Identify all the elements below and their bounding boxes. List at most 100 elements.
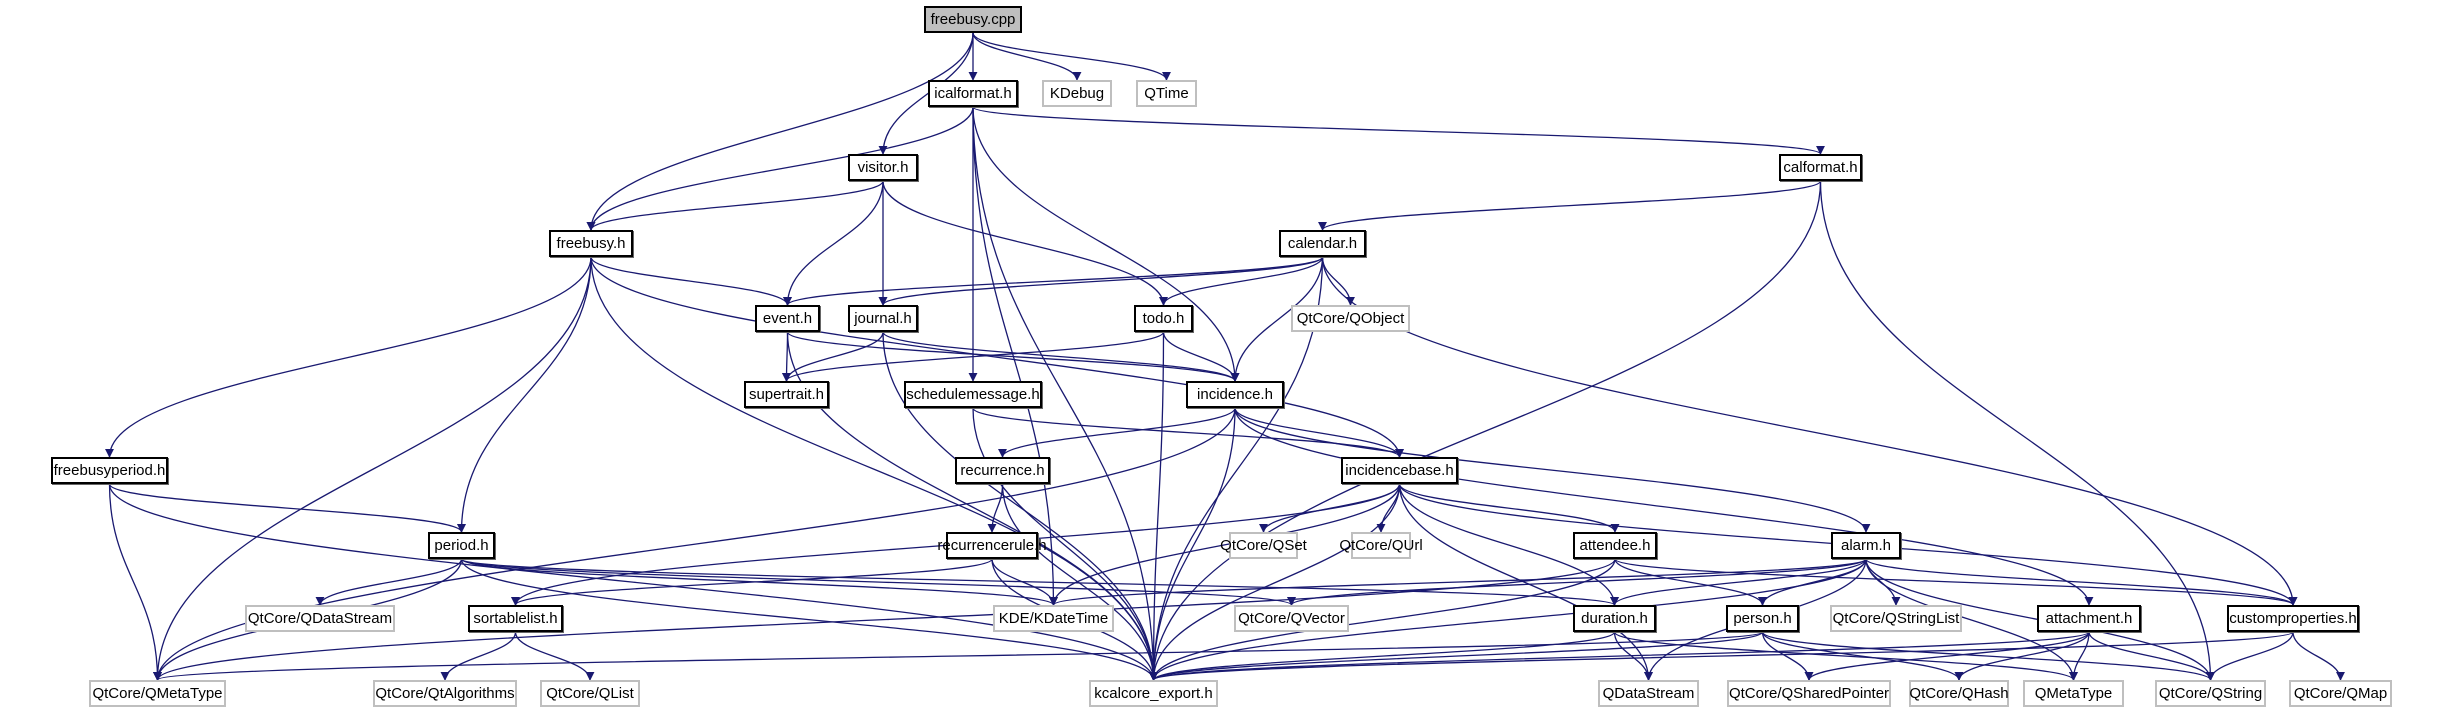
edge-calendar_h-to-journal_h [878, 256, 1324, 306]
node-qsharedpointer[interactable]: QtCore/QSharedPointer [1727, 680, 1891, 707]
node-qstring[interactable]: QtCore/QString [2155, 680, 2266, 707]
edge-freebusyperiod_h-to-QtCore_QMetaType [108, 483, 163, 681]
node-journal-h[interactable]: journal.h [848, 305, 918, 332]
node-visitor-h[interactable]: visitor.h [848, 154, 918, 181]
node-todo-h[interactable]: todo.h [1134, 305, 1193, 332]
edge-attendee_h-to-customproperties_h [1614, 558, 2298, 606]
edge-attendee_h-to-kcalcore_export_h [1149, 558, 1616, 681]
edge-alarm_h-to-KDateTime [1049, 558, 1867, 606]
edge-attendee_h-to-QtCore_QMetaType [153, 558, 1616, 681]
edge-freebusy_h-to-freebusyperiod_h [104, 256, 592, 458]
edge-freebusy_h-to-QtCore_QMetaType [152, 256, 592, 681]
node-recurrence-h[interactable]: recurrence.h [955, 457, 1050, 484]
node-kcalcore-export-h[interactable]: kcalcore_export.h [1089, 680, 1218, 707]
edge-alarm_h-to-customproperties_h [1865, 558, 2298, 606]
edge-incidence_h-to-kcalcore_export_h [1148, 407, 1236, 681]
edge-person_h-to-QHash [1761, 631, 1964, 681]
node-sortablelist-h[interactable]: sortablelist.h [468, 605, 563, 632]
node-period-h[interactable]: period.h [428, 532, 495, 559]
node-freebusy-h[interactable]: freebusy.h [549, 230, 633, 257]
node-alarm-h[interactable]: alarm.h [1831, 532, 1901, 559]
edge-freebusy_cpp-to-QTime [972, 32, 1171, 81]
edge-recurrencerule_h-to-sortablelist_h [511, 558, 993, 606]
node-person-h[interactable]: person.h [1726, 605, 1799, 632]
node-icalformat-h[interactable]: icalformat.h [928, 80, 1018, 107]
edge-icalformat_h-to-freebusy_h [586, 106, 974, 231]
node-qhash[interactable]: QtCore/QHash [1909, 680, 2009, 707]
node-freebusyperiod-h[interactable]: freebusyperiod.h [51, 457, 168, 484]
edge-period_h-to-duration_h [460, 558, 1619, 606]
node-duration-h[interactable]: duration.h [1573, 605, 1656, 632]
edge-attachment_h-to-QString [2088, 631, 2216, 681]
edge-incidencebase_h-to-QDataStream [1398, 483, 1654, 681]
edge-customproperties_h-to-QMap [2292, 631, 2346, 681]
edge-event_h-to-incidence_h [786, 331, 1240, 382]
edge-visitor_h-to-freebusy_h [586, 180, 884, 231]
edge-visitor_h-to-event_h [782, 180, 884, 306]
edge-todo_h-to-kcalcore_export_h [1148, 331, 1165, 681]
node-supertrait-h[interactable]: supertrait.h [744, 381, 829, 408]
edge-incidence_h-to-alarm_h [1234, 407, 1871, 533]
node-qtcore-qdatastream[interactable]: QtCore/QDataStream [245, 605, 395, 632]
edge-incidencebase_h-to-duration_h [1398, 483, 1620, 606]
node-qtime[interactable]: QTime [1136, 80, 1197, 107]
node-qset[interactable]: QtCore/QSet [1220, 532, 1307, 559]
edge-todo_h-to-incidence_h [1162, 331, 1240, 382]
node-qtcore-qmetatype[interactable]: QtCore/QMetaType [89, 680, 226, 707]
edge-journal_h-to-kcalcore_export_h [882, 331, 1159, 681]
node-kdebug[interactable]: KDebug [1042, 80, 1112, 107]
node-qstringlist[interactable]: QtCore/QStringList [1830, 605, 1962, 632]
edge-person_h-to-QtCore_QMetaType [153, 631, 1764, 681]
node-qdatastream[interactable]: QDataStream [1598, 680, 1699, 707]
edge-calendar_h-to-incidence_h [1230, 256, 1324, 382]
edge-calendar_h-to-customproperties_h [1321, 256, 2298, 606]
edge-incidencebase_h-to-attendee_h [1398, 483, 1620, 533]
node-schedulemessage-h[interactable]: schedulemessage.h [904, 381, 1042, 408]
edge-freebusy_cpp-to-freebusy_h [586, 32, 974, 231]
node-event-h[interactable]: event.h [755, 305, 820, 332]
edge-incidence_h-to-attachment_h [1234, 407, 2094, 606]
edge-attachment_h-to-kcalcore_export_h [1149, 631, 2090, 681]
edge-attachment_h-to-QSharedPointer [1804, 631, 2090, 681]
node-recurrencerule-h[interactable]: recurrencerule.h [937, 532, 1047, 559]
edge-period_h-to-QVector [460, 558, 1296, 606]
node-qvector[interactable]: QtCore/QVector [1234, 605, 1349, 632]
edge-incidence_h-to-QtCore_QMetaType [153, 407, 1236, 681]
node-incidencebase-h[interactable]: incidencebase.h [1341, 457, 1458, 484]
edge-incidencebase_h-to-kcalcore_export_h [1148, 483, 1401, 681]
edge-customproperties_h-to-kcalcore_export_h [1149, 631, 2294, 681]
edge-incidence_h-to-recurrence_h [998, 407, 1236, 458]
node-calformat-h[interactable]: calformat.h [1779, 154, 1862, 181]
node-qobject[interactable]: QtCore/QObject [1291, 305, 1410, 332]
edge-attachment_h-to-QHash [1954, 631, 2090, 681]
edge-calformat_h-to-calendar_h [1318, 180, 1822, 231]
edge-duration_h-to-kcalcore_export_h [1149, 631, 1616, 681]
node-qurl[interactable]: QtCore/QUrl [1339, 532, 1423, 559]
node-attachment-h[interactable]: attachment.h [2037, 605, 2141, 632]
node-kdatetime[interactable]: KDE/KDateTime [993, 605, 1114, 632]
node-calendar-h[interactable]: calendar.h [1279, 230, 1366, 257]
edge-attendee_h-to-person_h [1614, 558, 1767, 606]
edge-person_h-to-kcalcore_export_h [1149, 631, 1764, 681]
edge-schedulemessage_h-to-incidencebase_h [972, 407, 1404, 458]
edge-schedulemessage_h-to-kcalcore_export_h [972, 407, 1159, 681]
edge-freebusy_h-to-period_h [456, 256, 592, 533]
node-incidence-h[interactable]: incidence.h [1186, 381, 1284, 408]
edge-freebusy_h-to-event_h [590, 256, 792, 306]
edge-customproperties_h-to-QString [2205, 631, 2294, 681]
node-qtalgorithms[interactable]: QtCore/QtAlgorithms [373, 680, 517, 707]
node-customproperties-h[interactable]: customproperties.h [2227, 605, 2359, 632]
edge-period_h-to-QtCore_QDataStream [315, 558, 463, 606]
node-qmetatype[interactable]: QMetaType [2023, 680, 2124, 707]
edge-incidence_h-to-incidencebase_h [1234, 407, 1404, 458]
edge-alarm_h-to-kcalcore_export_h [1149, 558, 1867, 681]
edge-person_h-to-QString [1761, 631, 2215, 681]
node-freebusy-cpp[interactable]: freebusy.cpp [924, 6, 1022, 33]
edge-icalformat_h-to-incidence_h [972, 106, 1240, 382]
edge-freebusyperiod_h-to-period_h [108, 483, 466, 533]
edge-icalformat_h-to-kcalcore_export_h [972, 106, 1159, 681]
node-attendee-h[interactable]: attendee.h [1573, 532, 1657, 559]
node-qlist[interactable]: QtCore/QList [540, 680, 640, 707]
node-qmap[interactable]: QtCore/QMap [2289, 680, 2392, 707]
